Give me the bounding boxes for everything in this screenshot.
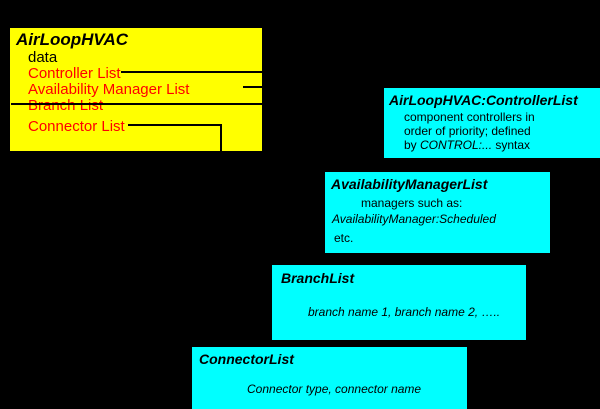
connector-availability-manager-list — [243, 86, 262, 88]
controller-list-title: AirLoopHVAC:ControllerList — [389, 92, 578, 108]
connector-list-title: ConnectorList — [199, 351, 294, 367]
availability-manager-list-line-2: AvailabilityManager:Scheduled — [332, 212, 496, 226]
parent-field-availability-manager-list[interactable]: Availability Manager List — [28, 81, 190, 98]
controller-list-line-1: component controllers in — [404, 110, 535, 124]
connector-branch-list — [11, 103, 262, 105]
availability-manager-list-line-1: managers such as: — [361, 196, 463, 210]
connector-connector-list-horizontal — [128, 124, 222, 126]
branch-list-line-1: branch name 1, branch name 2, ….. — [308, 305, 501, 319]
availability-manager-list-title: AvailabilityManagerList — [331, 176, 488, 192]
controller-list-line-3-emphasis: CONTROL:... — [420, 138, 493, 152]
availability-manager-list-box — [325, 172, 550, 253]
controller-list-line-3-post: syntax — [492, 138, 531, 152]
connector-controller-list — [121, 71, 262, 73]
connector-list-box — [192, 347, 467, 409]
connector-connector-list-vertical — [220, 124, 222, 151]
controller-list-box — [384, 88, 600, 158]
parent-field-controller-list[interactable]: Controller List — [28, 65, 121, 82]
branch-list-box — [272, 265, 526, 340]
parent-field-branch-list[interactable]: Branch List — [28, 97, 104, 114]
connector-list-line-1: Connector type, connector name — [247, 382, 422, 396]
airloophvac-title: AirLoopHVAC — [16, 30, 129, 49]
availability-manager-list-line-3: etc. — [334, 231, 354, 245]
controller-list-line-3: by CONTROL:... syntax — [404, 139, 530, 151]
parent-field-connector-list[interactable]: Connector List — [28, 118, 125, 135]
parent-field-data: data — [28, 49, 58, 66]
branch-list-title: BranchList — [281, 270, 355, 286]
controller-list-line-2: order of priority; defined — [404, 124, 531, 138]
controller-list-line-3-pre: by — [404, 138, 421, 152]
